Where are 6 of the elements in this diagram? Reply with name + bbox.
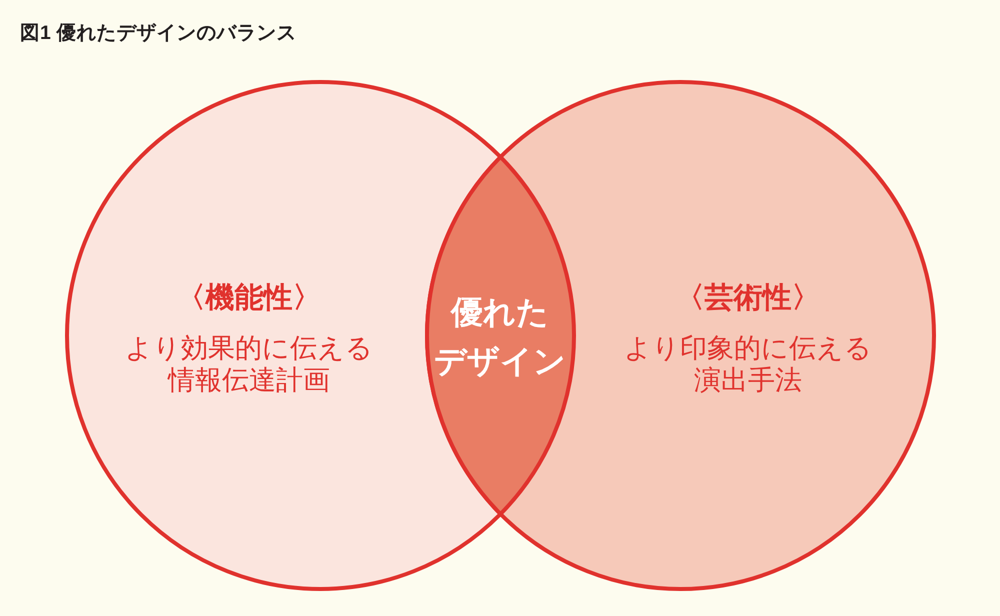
circle-heading: 〈芸術性〉 bbox=[676, 281, 820, 316]
circle-heading: 〈機能性〉 bbox=[176, 281, 322, 316]
figure-title: 図1 優れたデザインのバランス bbox=[20, 22, 296, 46]
overlap-label: 優れたデザイン bbox=[434, 292, 566, 380]
circle-description: より効果的に伝える情報伝達計画 bbox=[124, 332, 374, 396]
circle-description: より印象的に伝える演出手法 bbox=[623, 332, 873, 396]
